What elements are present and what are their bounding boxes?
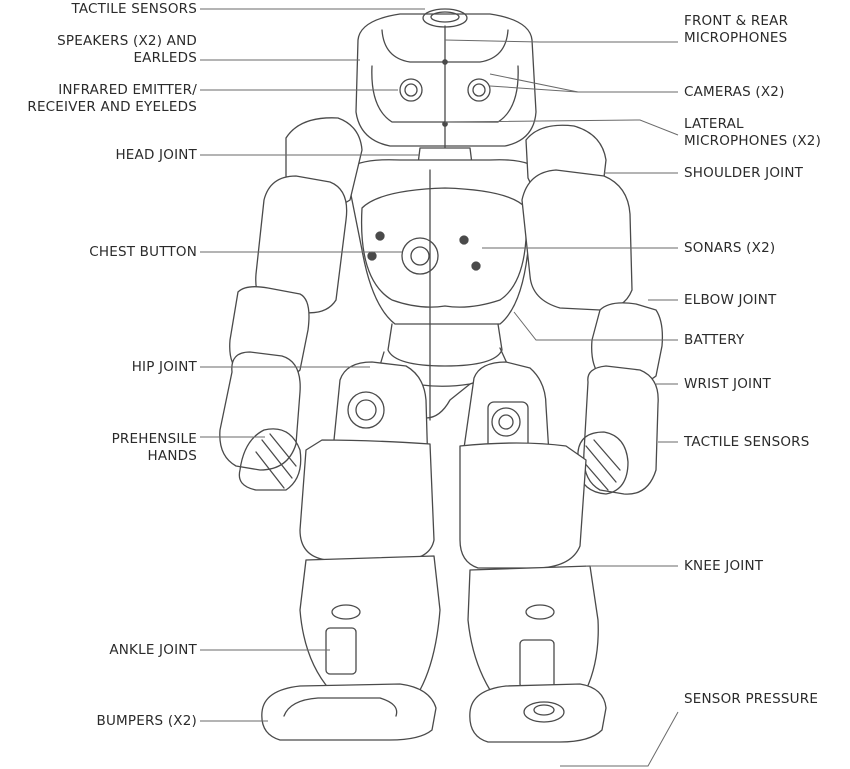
label-text: INFRARED EMITTER/ <box>58 82 197 98</box>
label-text: SPEAKERS (X2) AND <box>57 33 197 49</box>
label-sensor-pressure: SENSOR PRESSURE <box>684 691 818 708</box>
label-text: HEAD JOINT <box>115 147 197 163</box>
label-tactile-sensors-hand: TACTILE SENSORS <box>684 434 810 451</box>
label-text: TACTILE SENSORS <box>71 1 197 17</box>
label-text: CAMERAS (X2) <box>684 84 785 100</box>
label-bumpers: BUMPERS (X2) <box>97 713 197 730</box>
label-text: LATERAL <box>684 116 744 132</box>
label-ankle-joint: ANKLE JOINT <box>109 642 197 659</box>
robot-lower-legs <box>299 555 599 691</box>
label-wrist-joint: WRIST JOINT <box>684 376 771 393</box>
label-knee-joint: KNEE JOINT <box>684 558 763 575</box>
label-text: HANDS <box>147 448 197 464</box>
label-text: SHOULDER JOINT <box>684 165 804 181</box>
label-text: FRONT & REAR <box>684 13 789 29</box>
robot-feet <box>261 683 607 743</box>
label-lateral-microphones: LATERAL MICROPHONES (X2) <box>684 116 821 150</box>
label-cameras: CAMERAS (X2) <box>684 84 785 101</box>
robot-head <box>355 8 537 165</box>
leader-lines <box>200 8 679 767</box>
label-battery: BATTERY <box>684 332 744 349</box>
label-text: MICROPHONES (X2) <box>684 133 822 149</box>
label-sonars: SONARS (X2) <box>684 240 775 257</box>
label-text: ELBOW JOINT <box>684 292 777 308</box>
label-shoulder-joint: SHOULDER JOINT <box>684 165 803 182</box>
label-text: RECEIVER AND EYELEDS <box>27 99 197 115</box>
label-text: BATTERY <box>684 332 745 348</box>
label-text: SONARS (X2) <box>684 240 776 256</box>
label-text: HIP JOINT <box>131 359 197 375</box>
label-text: MICROPHONES <box>684 30 788 46</box>
label-text: CHEST BUTTON <box>89 244 197 260</box>
label-elbow-joint: ELBOW JOINT <box>684 292 776 309</box>
label-prehensile-hands: PREHENSILE HANDS <box>112 431 197 465</box>
label-text: BUMPERS (X2) <box>96 713 197 729</box>
label-text: SENSOR PRESSURE <box>684 691 819 707</box>
label-speakers-earleds: SPEAKERS (X2) AND EARLEDS <box>57 33 197 67</box>
label-hip-joint: HIP JOINT <box>132 359 197 376</box>
label-text: WRIST JOINT <box>684 376 771 392</box>
label-text: PREHENSILE <box>111 431 197 447</box>
label-text: EARLEDS <box>133 50 197 66</box>
label-tactile-sensors-head: TACTILE SENSORS <box>71 1 197 18</box>
label-head-joint: HEAD JOINT <box>115 147 197 164</box>
label-text: ANKLE JOINT <box>109 642 197 658</box>
robot-upper-legs <box>299 361 587 569</box>
label-text: TACTILE SENSORS <box>684 434 810 450</box>
robot-right-arm <box>521 169 664 495</box>
robot-left-arm <box>219 175 348 491</box>
label-infrared-eyeleds: INFRARED EMITTER/ RECEIVER AND EYELEDS <box>27 82 197 116</box>
label-front-rear-microphones: FRONT & REAR MICROPHONES <box>684 13 788 47</box>
robot-torso <box>345 159 541 421</box>
label-text: KNEE JOINT <box>684 558 764 574</box>
label-chest-button: CHEST BUTTON <box>89 244 197 261</box>
